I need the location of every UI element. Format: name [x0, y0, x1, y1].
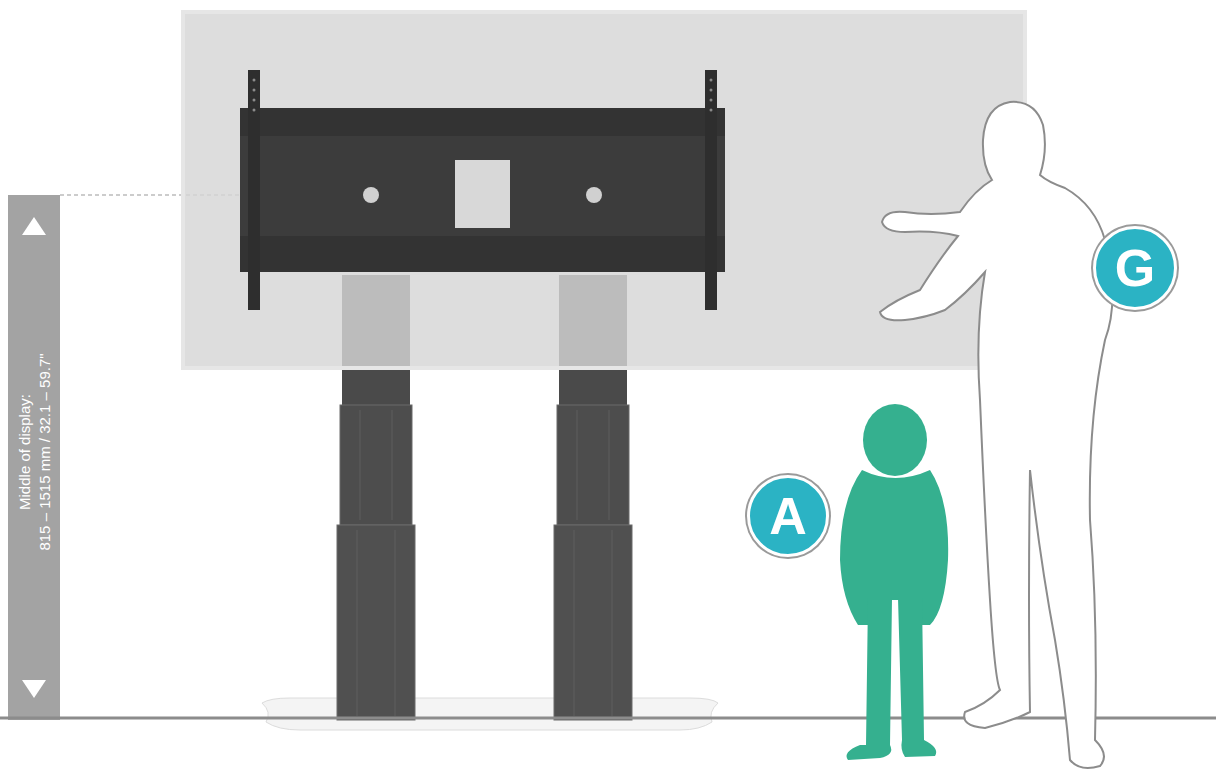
stand-base — [262, 698, 718, 730]
up-triangle — [22, 217, 46, 235]
dimension-text: 815 – 1515 mm / 32.1 – 59.7" — [34, 353, 54, 550]
callout-letter: G — [1115, 242, 1155, 294]
callout-letter: A — [769, 490, 807, 542]
callout-circle: G — [1093, 226, 1177, 310]
callout-circle: A — [747, 475, 829, 557]
wall-bracket — [240, 70, 725, 310]
down-triangle — [22, 680, 46, 698]
dimension-label: Middle of display:815 – 1515 mm / 32.1 –… — [14, 353, 54, 550]
floor-line — [0, 717, 1216, 720]
dimension-text: Middle of display: — [14, 353, 34, 550]
dimension-bar — [8, 195, 60, 720]
child-silhouette — [840, 404, 948, 760]
